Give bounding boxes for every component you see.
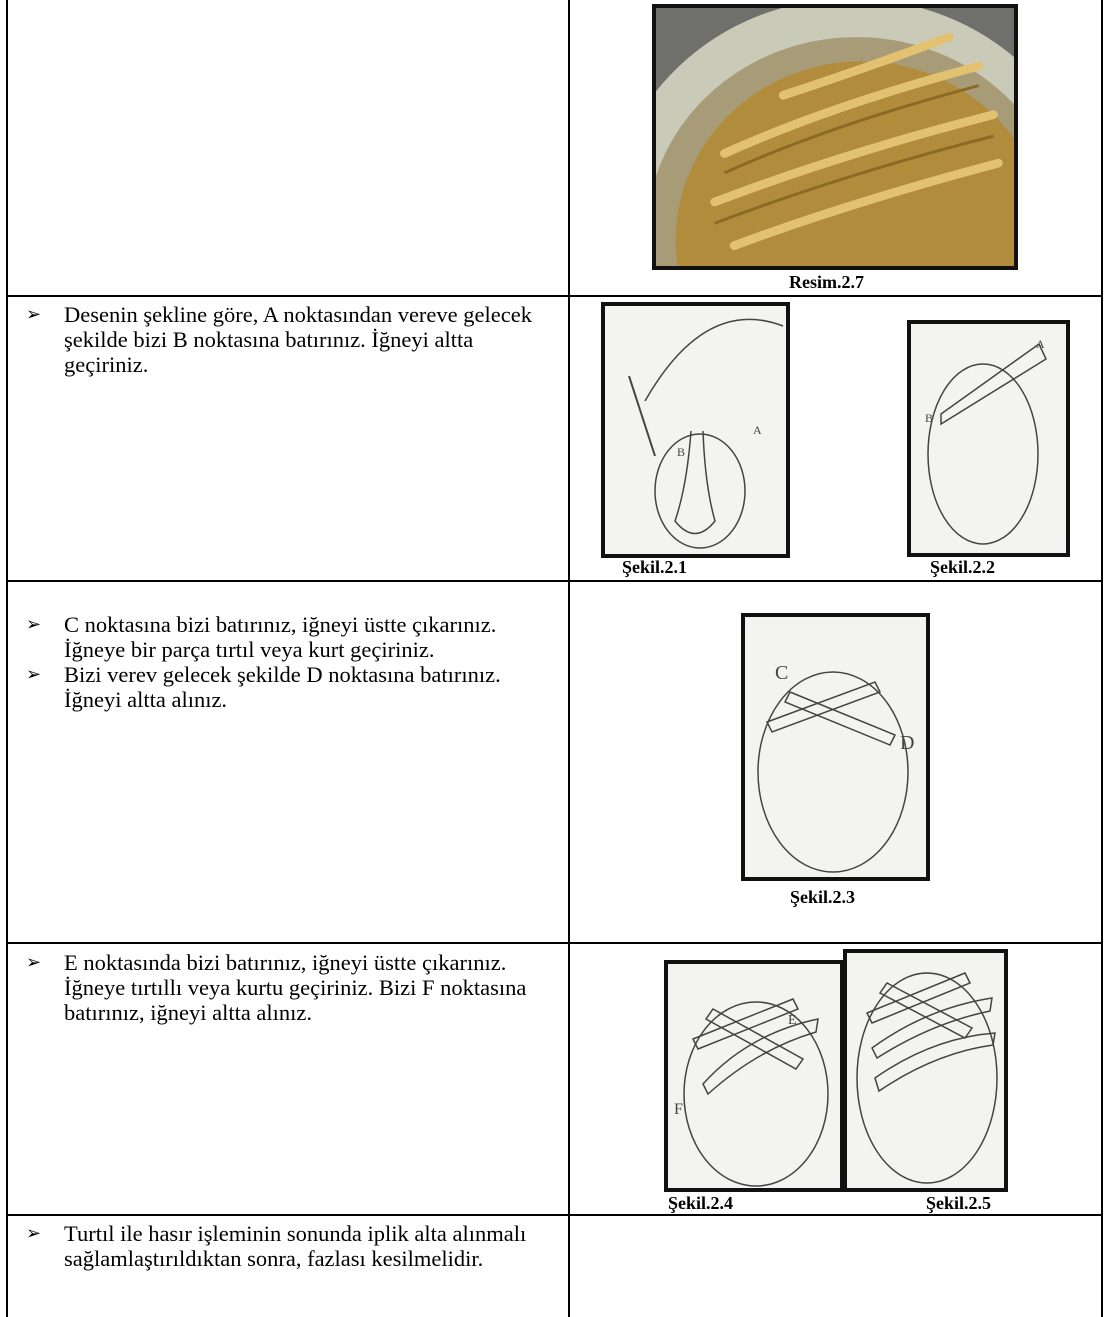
bullet-arrow-icon: ➢ bbox=[26, 1221, 41, 1246]
instruction-text: Desenin şekline göre, A noktasından vere… bbox=[64, 302, 532, 377]
figure-2-3-label-d: D bbox=[900, 732, 914, 754]
figure-2-3-drawing: C D bbox=[745, 617, 926, 877]
table-left-border bbox=[6, 0, 8, 1317]
bullet-arrow-icon: ➢ bbox=[26, 950, 41, 975]
figure-2-1-drawing: B A bbox=[605, 306, 786, 554]
table-column-divider bbox=[568, 0, 570, 1317]
row-3-instructions: ➢ C noktasına bizi batırınız, iğneyi üst… bbox=[26, 612, 556, 712]
figure-2-4-caption: Şekil.2.4 bbox=[668, 1193, 733, 1214]
figure-2-3: C D bbox=[741, 613, 930, 881]
instruction-text: Bizi verev gelecek şekilde D noktasına b… bbox=[64, 662, 501, 712]
instruction-item: ➢ Desenin şekline göre, A noktasından ve… bbox=[26, 302, 546, 377]
row-5-instructions: ➢ Turtıl ile hasır işleminin sonunda ipl… bbox=[26, 1221, 546, 1271]
table-right-border bbox=[1101, 0, 1103, 1317]
figure-2-4-drawing: E F bbox=[668, 964, 840, 1188]
instruction-item: ➢ Bizi verev gelecek şekilde D noktasına… bbox=[26, 662, 556, 712]
figure-2-3-label-c: C bbox=[775, 662, 788, 684]
instruction-text: Turtıl ile hasır işleminin sonunda iplik… bbox=[64, 1221, 526, 1271]
figure-2-5-drawing bbox=[847, 953, 1004, 1188]
figure-2-1: B A bbox=[601, 302, 790, 558]
instruction-item: ➢ E noktasında bizi batırınız, iğneyi üs… bbox=[26, 950, 546, 1025]
row-4-instructions: ➢ E noktasında bizi batırınız, iğneyi üs… bbox=[26, 950, 546, 1025]
row-divider bbox=[6, 580, 1103, 582]
row-divider bbox=[6, 1214, 1103, 1216]
instruction-text: C noktasına bizi batırınız, iğneyi üstte… bbox=[64, 612, 496, 662]
figure-2-2-label-b: B bbox=[925, 411, 933, 425]
figure-2-3-caption: Şekil.2.3 bbox=[790, 887, 855, 908]
row-2-instructions: ➢ Desenin şekline göre, A noktasından ve… bbox=[26, 302, 546, 377]
instruction-text: E noktasında bizi batırınız, iğneyi üstt… bbox=[64, 950, 526, 1025]
photo-caption: Resim.2.7 bbox=[789, 272, 864, 293]
figure-2-4-label-e: E bbox=[788, 1013, 797, 1028]
row-divider bbox=[6, 942, 1103, 944]
figure-2-4-label-f: F bbox=[674, 1101, 683, 1118]
instruction-item: ➢ C noktasına bizi batırınız, iğneyi üst… bbox=[26, 612, 556, 662]
bullet-arrow-icon: ➢ bbox=[26, 302, 41, 327]
figure-2-1-label-a: A bbox=[753, 423, 762, 437]
embroidery-photo-image bbox=[656, 8, 1014, 266]
figure-2-1-caption: Şekil.2.1 bbox=[622, 557, 687, 578]
figure-2-5-caption: Şekil.2.5 bbox=[926, 1193, 991, 1214]
figure-2-4: E F bbox=[664, 960, 844, 1192]
figure-2-1-label-b: B bbox=[677, 445, 685, 459]
figure-2-2-caption: Şekil.2.2 bbox=[930, 557, 995, 578]
figure-2-2-drawing: B A bbox=[911, 324, 1066, 553]
figure-2-2: B A bbox=[907, 320, 1070, 557]
row-divider bbox=[6, 295, 1103, 297]
figure-2-2-label-a: A bbox=[1036, 337, 1045, 351]
bullet-arrow-icon: ➢ bbox=[26, 662, 41, 687]
bullet-arrow-icon: ➢ bbox=[26, 612, 41, 637]
embroidery-photo bbox=[652, 4, 1018, 270]
figure-2-5 bbox=[843, 949, 1008, 1192]
instruction-item: ➢ Turtıl ile hasır işleminin sonunda ipl… bbox=[26, 1221, 546, 1271]
